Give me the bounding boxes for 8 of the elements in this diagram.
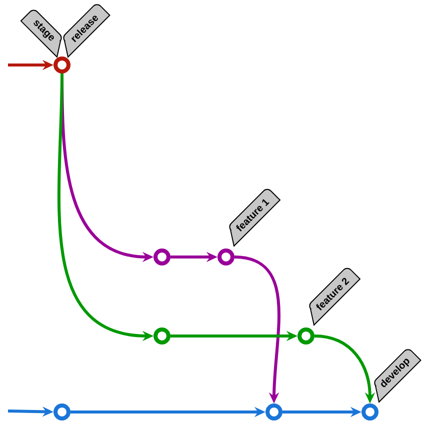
- commit-circle: [154, 248, 170, 266]
- commit-circle: [54, 56, 70, 74]
- commit-circle: [298, 327, 314, 344]
- commit-circle: [266, 403, 282, 420]
- commit-circle: [362, 403, 378, 420]
- commit-circle: [54, 403, 70, 420]
- commit-circle: [154, 327, 170, 344]
- commit-circle: [218, 248, 234, 266]
